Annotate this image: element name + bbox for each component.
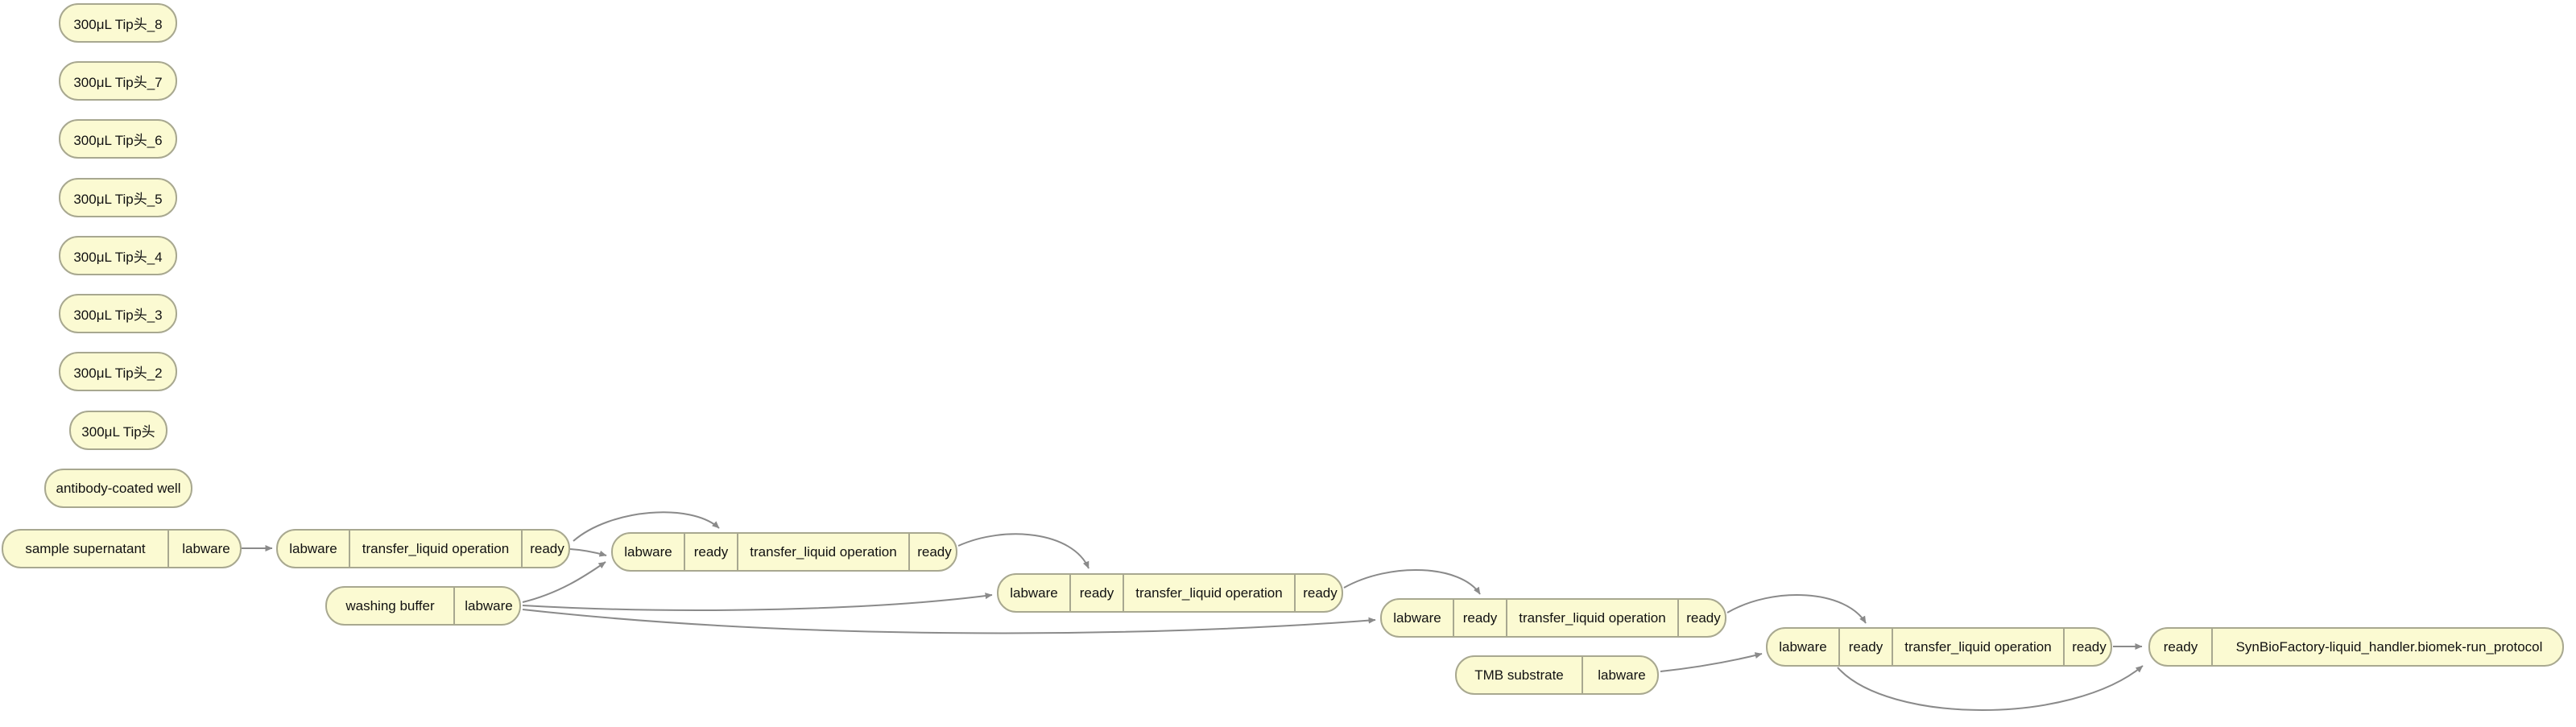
node-cell-tip1-0: 300μL Tip头 <box>81 424 155 440</box>
node-cell-tip3-0: 300μL Tip头_3 <box>73 308 163 323</box>
edge-opE-final <box>1837 665 2144 711</box>
node-cell-opA-1: transfer_liquid operation <box>349 531 521 567</box>
node-cell-opE-1: ready <box>1838 629 1892 665</box>
node-cell-antibody-0: antibody-coated well <box>56 480 181 496</box>
node-cell-opD-0: labware <box>1393 609 1441 626</box>
node-cell-tip4-0: 300μL Tip头_4 <box>73 250 163 265</box>
node-cell-wash-0: washing buffer <box>345 597 435 613</box>
node-final: ready SynBioFactory-liquid_handler.biomek… <box>2148 627 2564 667</box>
edge-opA-opB <box>573 511 720 542</box>
node-tmb: TMB substrate labware <box>1455 655 1659 695</box>
node-cell-opE-3: ready <box>2063 629 2114 665</box>
node-cell-opC-1: ready <box>1069 575 1123 611</box>
node-cell-final-1: SynBioFactory-liquid_handler.biomek-run_… <box>2211 629 2566 665</box>
node-cell-opE-2: transfer_liquid operation <box>1892 629 2063 665</box>
node-cell-opC-3: ready <box>1294 575 1345 611</box>
node-cell-tip6-0: 300μL Tip头_6 <box>73 133 163 148</box>
node-tip3: 300μL Tip头_3 <box>59 294 177 333</box>
node-cell-opD-2: transfer_liquid operation <box>1506 600 1677 636</box>
edge-opD-opE <box>1726 594 1867 624</box>
node-cell-opD-1: ready <box>1453 600 1506 636</box>
node-cell-opA-2: ready <box>521 531 572 567</box>
node-cell-opC-2: transfer_liquid operation <box>1123 575 1294 611</box>
edges-group <box>241 511 2144 711</box>
node-cell-opD-3: ready <box>1677 600 1728 636</box>
node-wash: washing buffer labware <box>325 586 521 626</box>
node-cell-opA-0: labware <box>289 540 337 556</box>
edge-wash-opC <box>522 593 993 611</box>
node-cell-final-0: ready <box>2163 638 2198 655</box>
edge-wash-opB <box>522 561 606 603</box>
edge-tmb-opE <box>1660 652 1763 672</box>
node-tip4: 300μL Tip头_4 <box>59 236 177 275</box>
node-tip2: 300μL Tip头_2 <box>59 352 177 391</box>
node-cell-tmb-0: TMB substrate <box>1474 667 1564 683</box>
node-tip8: 300μL Tip头_8 <box>59 3 177 43</box>
edge-opB-opC <box>957 533 1090 569</box>
node-cell-sample-0: sample supernatant <box>25 540 146 556</box>
node-cell-tip7-0: 300μL Tip头_7 <box>73 75 163 90</box>
node-antibody: antibody-coated well <box>44 469 192 508</box>
edge-wash-opD <box>522 609 1376 634</box>
node-tip7: 300μL Tip头_7 <box>59 61 177 101</box>
node-cell-opE-0: labware <box>1779 638 1827 655</box>
node-sample: sample supernatant labware <box>2 529 242 568</box>
node-tip6: 300μL Tip头_6 <box>59 119 177 159</box>
edge-opA-opB <box>569 548 607 557</box>
node-cell-opB-2: transfer_liquid operation <box>737 534 908 570</box>
node-cell-tip8-0: 300μL Tip头_8 <box>73 17 163 32</box>
node-cell-opB-1: ready <box>684 534 737 570</box>
edge-opC-opD <box>1343 568 1481 595</box>
node-cell-tip2-0: 300μL Tip头_2 <box>73 366 163 381</box>
node-cell-opB-3: ready <box>908 534 959 570</box>
node-cell-sample-1: labware <box>167 531 243 567</box>
node-tip1: 300μL Tip头 <box>69 411 167 450</box>
node-cell-opB-0: labware <box>624 543 672 560</box>
node-tip5: 300μL Tip头_5 <box>59 178 177 217</box>
node-cell-tmb-1: labware <box>1582 657 1660 693</box>
node-cell-wash-1: labware <box>453 588 523 624</box>
node-cell-tip5-0: 300μL Tip头_5 <box>73 192 163 207</box>
node-cell-opC-0: labware <box>1010 584 1058 601</box>
